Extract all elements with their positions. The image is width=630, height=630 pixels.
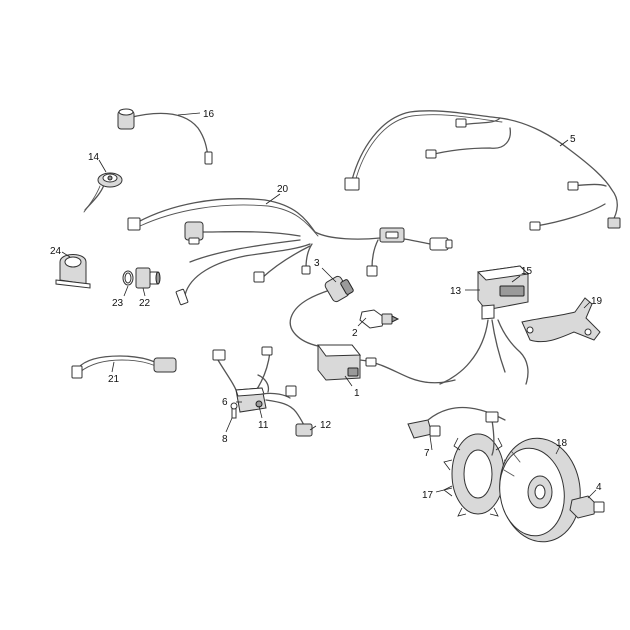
part-13-15-control-unit [439, 265, 530, 385]
part-19-bracket-plate [521, 297, 601, 343]
callout-4: 4 [596, 482, 602, 493]
part-23-22-seal-sensor [122, 267, 161, 289]
callout-11: 11 [258, 420, 269, 431]
callout-7: 7 [424, 448, 430, 459]
callout-16: 16 [203, 109, 215, 120]
callout-15: 15 [521, 266, 533, 277]
callout-13: 13 [450, 286, 462, 297]
part-4-bolt [569, 495, 605, 519]
part-14-switch-lead [83, 172, 123, 213]
callout-2: 2 [352, 328, 358, 339]
callout-labels: 16 14 20 24 23 22 3 2 1 21 6 8 11 12 13 … [50, 109, 603, 501]
leader-lines [61, 112, 597, 499]
callout-1: 1 [354, 388, 360, 399]
part-21-harness-lead [71, 355, 177, 379]
part-3-2-plug-cap [289, 275, 400, 347]
callout-8: 8 [222, 434, 228, 445]
part-1-ignition-coil [317, 344, 456, 384]
part-24-bracket [55, 254, 91, 289]
callout-23: 23 [112, 298, 124, 309]
callout-22: 22 [139, 298, 151, 309]
callout-24: 24 [50, 246, 62, 257]
callout-12: 12 [320, 420, 332, 431]
part-16-sensor-lead [117, 108, 213, 165]
part-5-rear-harness [344, 110, 621, 231]
callout-20: 20 [277, 184, 289, 195]
callout-18: 18 [556, 438, 568, 449]
callout-5: 5 [570, 134, 576, 145]
callout-21: 21 [108, 374, 120, 385]
callout-19: 19 [591, 296, 603, 307]
callout-6: 6 [222, 397, 228, 408]
callout-14: 14 [88, 152, 100, 163]
callout-3: 3 [314, 258, 320, 269]
callout-17: 17 [422, 490, 434, 501]
part-20-main-harness [127, 198, 453, 306]
part-6-11-12-regulator [212, 346, 313, 437]
part-18-flywheel [499, 437, 581, 543]
